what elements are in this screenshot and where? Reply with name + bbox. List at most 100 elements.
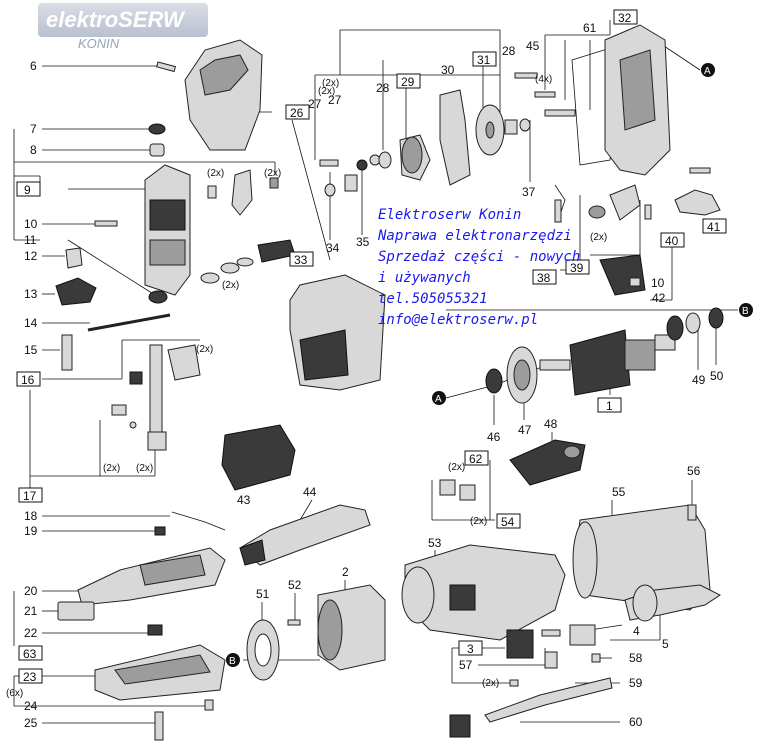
part-8: 8 xyxy=(30,143,37,157)
connection-markers: A A B B xyxy=(226,63,753,667)
part-50: 50 xyxy=(710,369,724,383)
part-20: 20 xyxy=(24,584,38,598)
qty-2x-27b: (2x) xyxy=(322,78,339,89)
part-22: 22 xyxy=(24,626,38,640)
part-54: 54 xyxy=(501,515,515,529)
marker-a-mid xyxy=(432,391,446,405)
part-25: 25 xyxy=(24,716,38,730)
part-21: 21 xyxy=(24,604,38,618)
part-44: 44 xyxy=(303,485,317,499)
part-19: 19 xyxy=(24,524,38,538)
part-57: 57 xyxy=(459,658,473,672)
part-28-b: 28 xyxy=(502,44,516,58)
part-37: 37 xyxy=(522,185,536,199)
qty-2x-39: (2x) xyxy=(590,232,607,243)
qty-6x-24: (6x) xyxy=(6,688,23,699)
part-1: 1 xyxy=(606,399,613,413)
part-27-a: 27 xyxy=(308,97,322,111)
part-7: 7 xyxy=(30,122,37,136)
drawn-parts xyxy=(55,24,724,741)
contact-parts: Sprzedaż części - nowych xyxy=(378,249,581,265)
part-28-a: 28 xyxy=(376,81,390,95)
contact-parts-2: i używanych xyxy=(378,270,471,286)
part-45: 45 xyxy=(526,39,540,53)
qty-2x-62: (2x) xyxy=(448,462,465,473)
part-56: 56 xyxy=(687,464,701,478)
marker-a-top xyxy=(701,63,715,77)
marker-a-top-label: A xyxy=(704,66,711,77)
part-32: 32 xyxy=(618,11,632,25)
qty-2x-f: (2x) xyxy=(136,463,153,474)
part-63: 63 xyxy=(23,647,37,661)
part-27-b: 27 xyxy=(328,93,342,107)
part-4: 4 xyxy=(633,624,640,638)
part-48: 48 xyxy=(544,417,558,431)
qty-2x-57: (2x) xyxy=(482,678,499,689)
contact-phone: tel.505055321 xyxy=(378,291,488,307)
part-61: 61 xyxy=(583,21,597,35)
qty-2x-c: (2x) xyxy=(222,280,239,291)
part-51: 51 xyxy=(256,587,270,601)
part-62: 62 xyxy=(469,452,483,466)
part-15: 15 xyxy=(24,343,38,357)
part-55: 55 xyxy=(612,485,626,499)
part-46: 46 xyxy=(487,430,501,444)
part-14: 14 xyxy=(24,316,38,330)
contact-service: Naprawa elektronarzędzi xyxy=(378,228,572,244)
part-60: 60 xyxy=(629,715,643,729)
part-17: 17 xyxy=(23,489,37,503)
qty-2x-54: (2x) xyxy=(470,516,487,527)
logo-brand-text: elektroSERW xyxy=(46,7,184,32)
part-30: 30 xyxy=(441,63,455,77)
plain-part-numbers: 6 7 8 10 11 12 13 14 15 18 19 20 21 22 2… xyxy=(24,21,724,730)
part-3: 3 xyxy=(467,642,474,656)
part-49: 49 xyxy=(692,373,706,387)
part-10: 10 xyxy=(24,217,38,231)
part-5: 5 xyxy=(662,637,669,651)
elektroserw-logo: elektroSERW xyxy=(38,3,208,37)
part-9: 9 xyxy=(24,183,31,197)
part-11: 11 xyxy=(24,233,37,247)
part-6: 6 xyxy=(30,59,37,73)
part-18: 18 xyxy=(24,509,38,523)
qty-2x-27a: (2x) xyxy=(318,86,335,97)
marker-b-right-label: B xyxy=(742,306,749,317)
marker-b-left-label: B xyxy=(229,656,236,667)
logo-city-text: KONIN xyxy=(78,36,120,51)
part-40: 40 xyxy=(665,234,679,248)
part-59: 59 xyxy=(629,676,643,690)
leader-lines xyxy=(13,20,738,724)
contact-overlay: Elektroserw Konin Naprawa elektronarzędz… xyxy=(378,205,580,331)
part-47: 47 xyxy=(518,423,532,437)
part-41: 41 xyxy=(707,220,721,234)
part-10-b: 10 xyxy=(651,276,665,290)
part-24: 24 xyxy=(24,699,38,713)
qty-2x-d: (2x) xyxy=(196,344,213,355)
part-53: 53 xyxy=(428,536,442,550)
qty-2x-e: (2x) xyxy=(103,463,120,474)
part-43: 43 xyxy=(237,493,251,507)
part-13: 13 xyxy=(24,287,38,301)
boxed-part-numbers: 9 16 17 63 23 26 33 29 31 32 38 39 40 xyxy=(16,9,727,684)
qty-2x-b: (2x) xyxy=(264,168,281,179)
part-26: 26 xyxy=(290,106,304,120)
part-29: 29 xyxy=(401,75,415,89)
qty-4x-45: (4x) xyxy=(535,74,552,85)
qty-2x-a: (2x) xyxy=(207,168,224,179)
part-38: 38 xyxy=(537,271,551,285)
part-35: 35 xyxy=(356,235,370,249)
marker-b-left xyxy=(226,653,240,667)
part-2: 2 xyxy=(342,565,349,579)
part-39: 39 xyxy=(570,261,584,275)
quantity-labels: (2x) (2x) (4x) (2x) (2x) (2x) (2x) (2x) … xyxy=(6,74,607,699)
part-58: 58 xyxy=(629,651,643,665)
marker-a-mid-label: A xyxy=(435,394,442,405)
contact-email: info@elektroserw.pl xyxy=(378,312,539,328)
part-16: 16 xyxy=(21,373,35,387)
part-42: 42 xyxy=(652,291,666,305)
marker-b-right xyxy=(739,303,753,317)
contact-company: Elektroserw Konin xyxy=(378,207,522,223)
part-12: 12 xyxy=(24,249,38,263)
